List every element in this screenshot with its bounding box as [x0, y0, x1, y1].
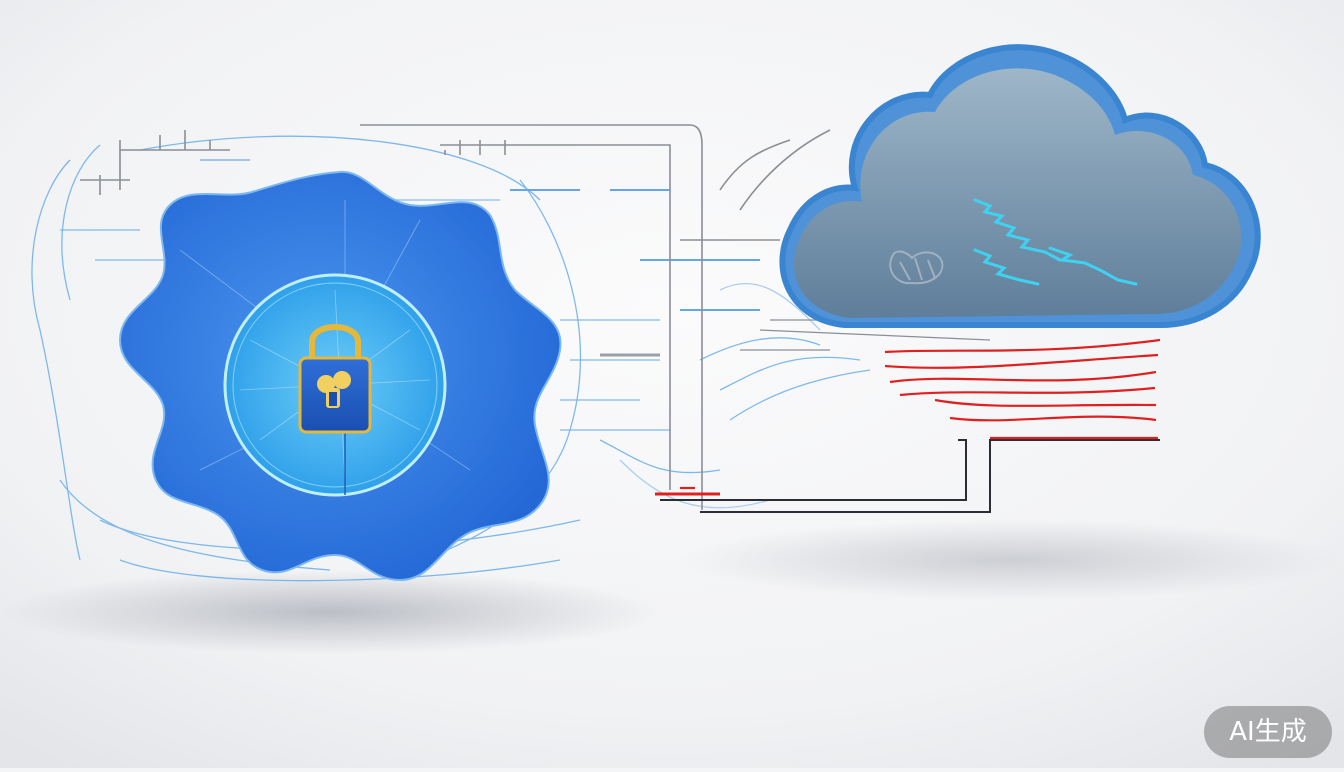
dark-wires: [660, 439, 1160, 513]
cloud-squiggles: [973, 198, 1138, 286]
padlock-icon: [298, 324, 372, 434]
cloud-shadow: [680, 520, 1340, 600]
cloud-logo-mark: [889, 250, 944, 285]
gear-shadow: [0, 570, 660, 654]
cloud-shape: [779, 44, 1261, 328]
red-wires: [655, 338, 1161, 496]
ai-generated-badge: AI生成: [1204, 706, 1332, 758]
